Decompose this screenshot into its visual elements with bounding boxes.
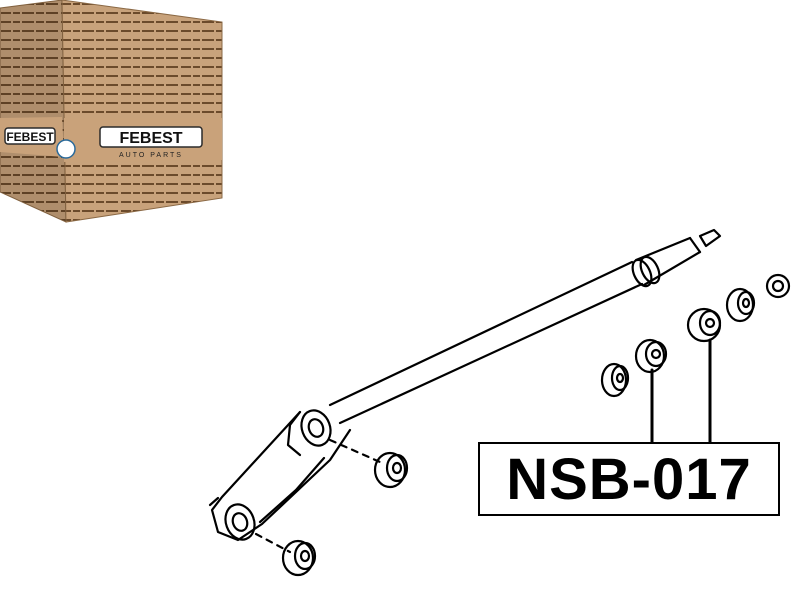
arm-bushing-lower <box>224 503 256 541</box>
bushing-set-3 <box>686 307 722 343</box>
nut <box>765 273 791 299</box>
bushing-set-4 <box>725 287 756 323</box>
bushing-loose-1 <box>373 451 409 489</box>
box-brand-sub: AUTO PARTS <box>119 152 183 159</box>
tuv-logo <box>56 139 76 159</box>
bushing-loose-2 <box>281 539 317 577</box>
box-brand-left: FEBEST <box>6 130 54 144</box>
arm-bushing-upper <box>300 409 332 447</box>
box-brand-right: FEBEST <box>119 130 182 147</box>
lower-arm <box>208 410 352 542</box>
bushing-set-2 <box>634 338 668 374</box>
bushing-set-1 <box>600 362 630 398</box>
febest-box: FEBEST FEBEST AUTO PARTS <box>0 0 223 223</box>
strut-rod <box>328 228 722 425</box>
part-number-label: NSB-017 <box>478 442 780 516</box>
